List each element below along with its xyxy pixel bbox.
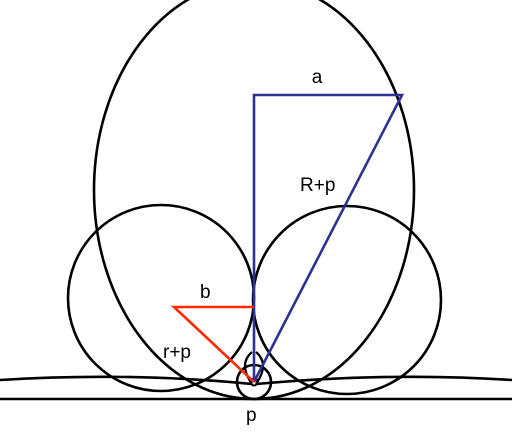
bottom-left-arc bbox=[0, 375, 253, 386]
small-triangle bbox=[170, 305, 255, 383]
label-a: a bbox=[312, 67, 323, 88]
big-triangle bbox=[252, 93, 405, 383]
label-R-plus-p: R+p bbox=[300, 175, 335, 196]
left-circle bbox=[66, 203, 256, 393]
label-p: p bbox=[246, 405, 257, 426]
right-circle bbox=[251, 204, 443, 396]
label-r-plus-p: r+p bbox=[163, 342, 191, 363]
label-b: b bbox=[200, 282, 211, 303]
bottom-right-arc bbox=[255, 375, 512, 386]
